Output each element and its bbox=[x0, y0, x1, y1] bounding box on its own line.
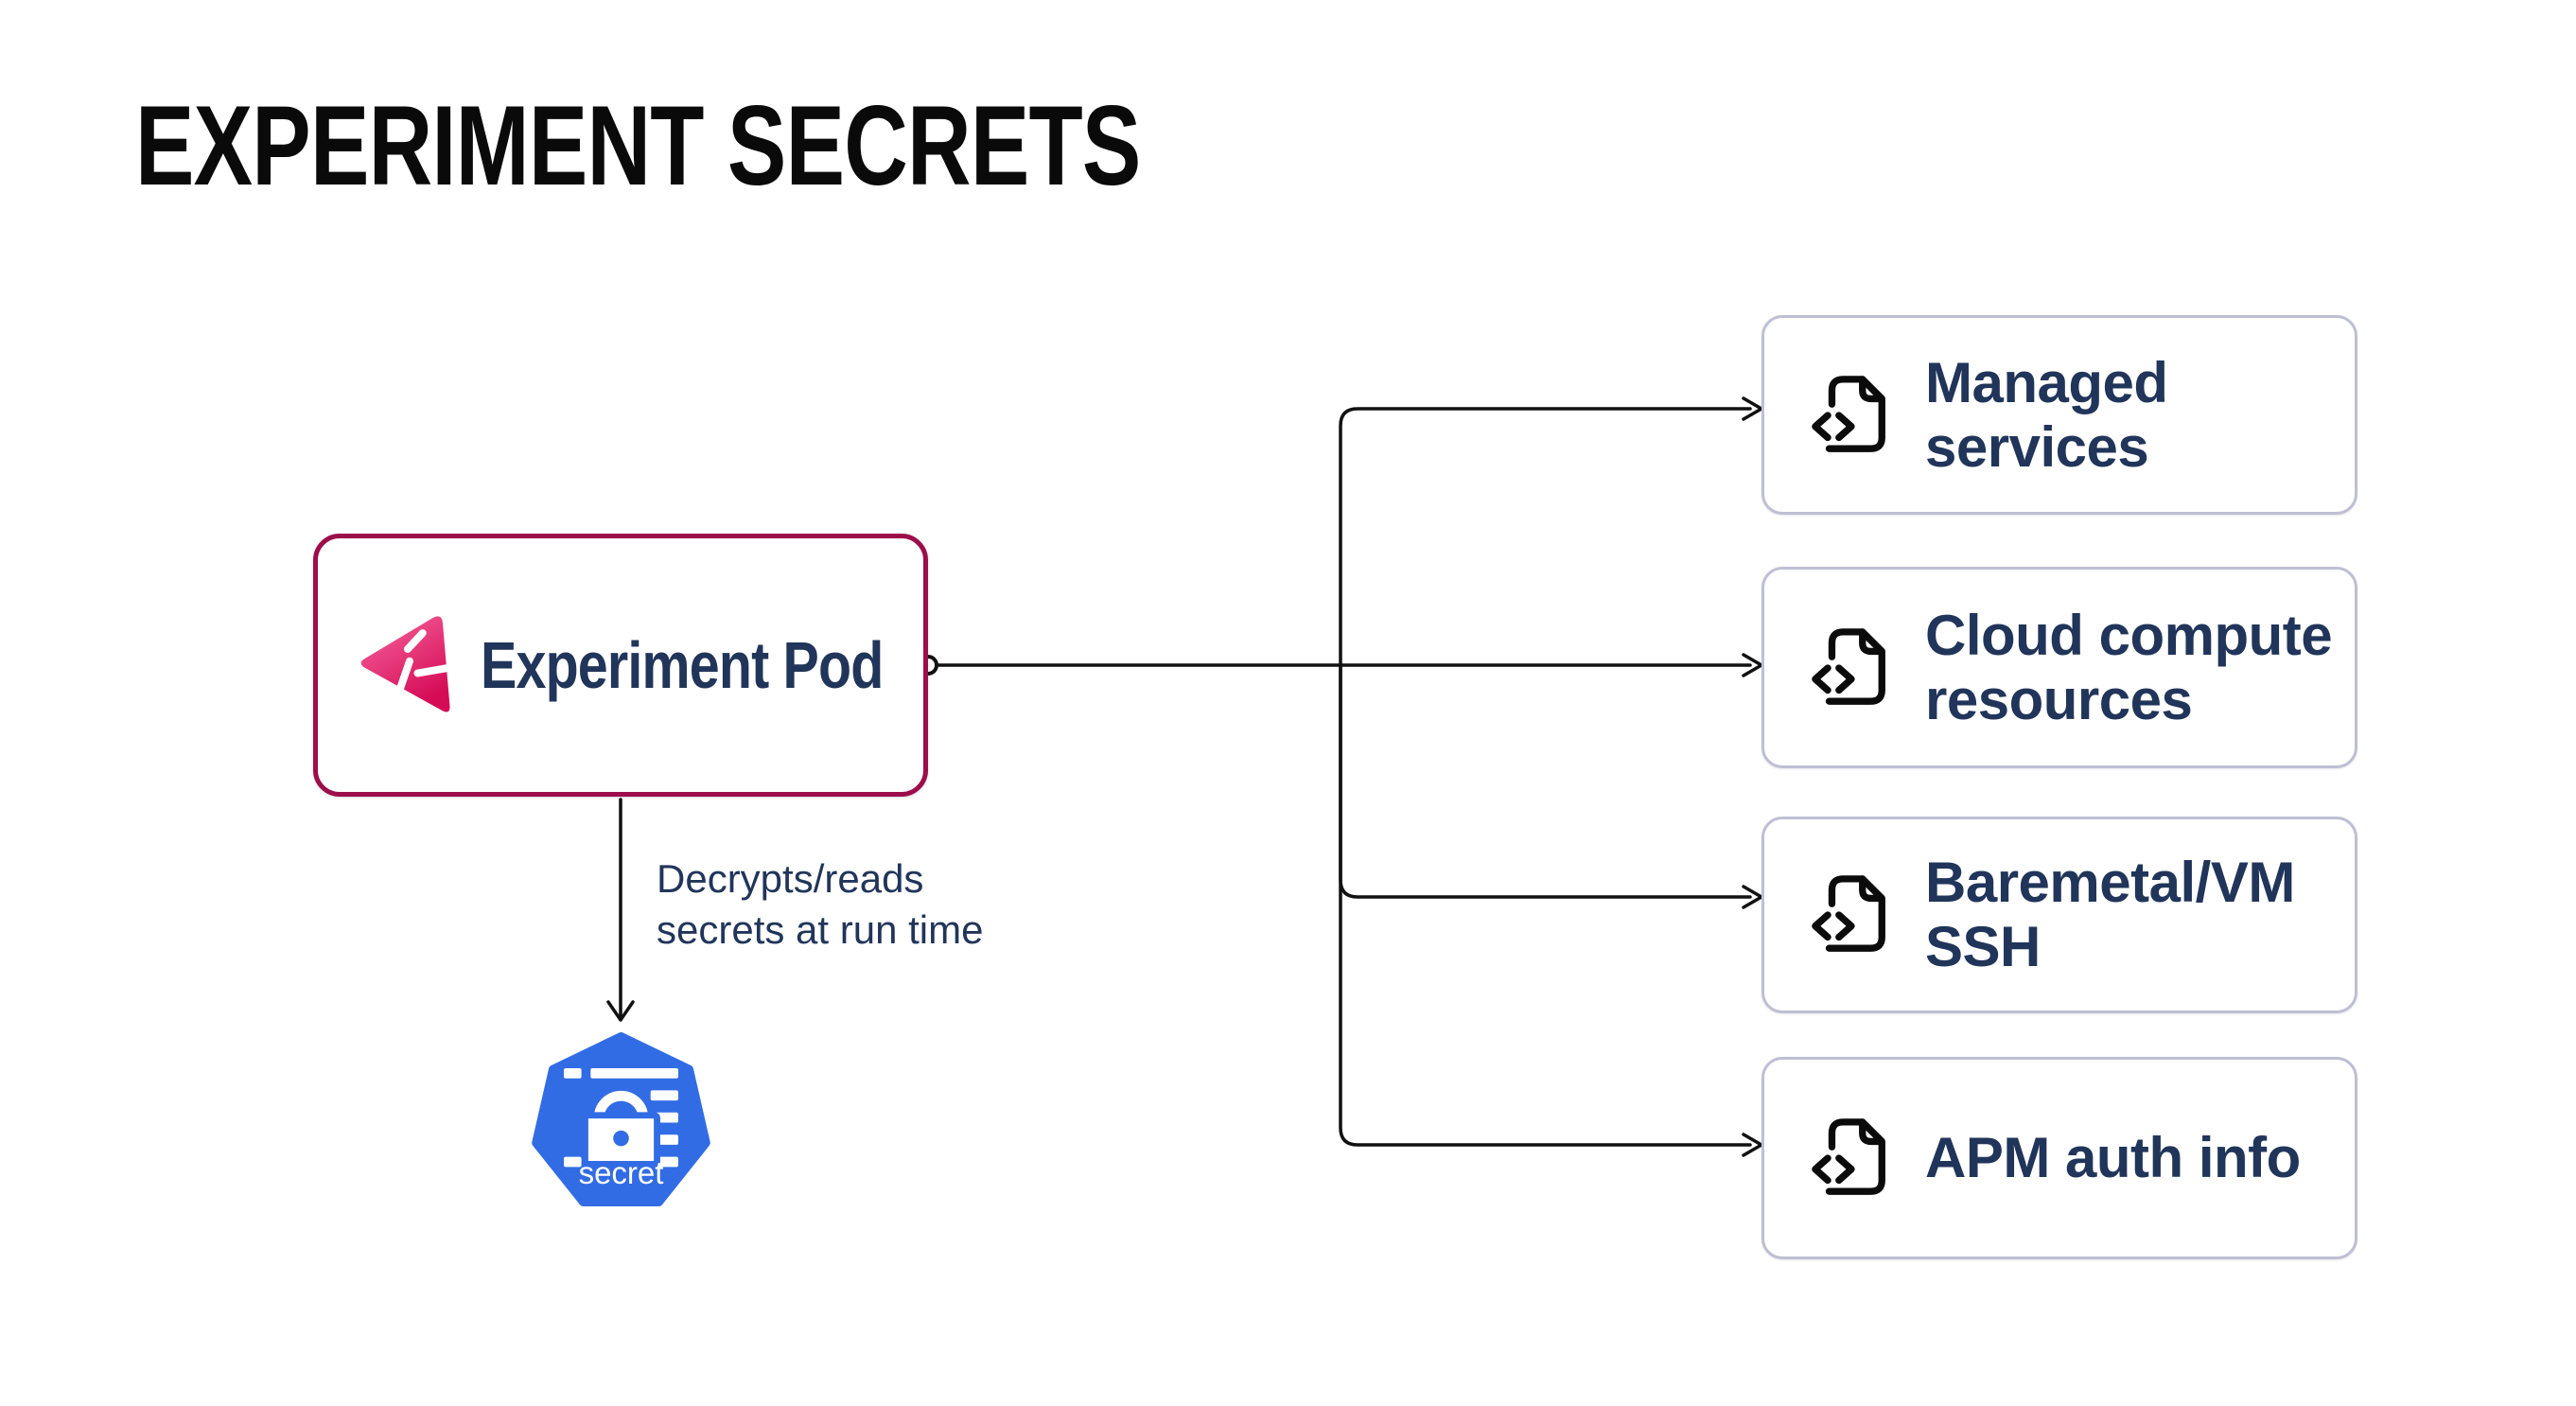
node-label-managed-services: Managed services bbox=[1925, 350, 2168, 479]
node-label-apm-auth: APM auth info bbox=[1925, 1126, 2301, 1190]
edge-to-baremetal bbox=[1339, 663, 1752, 899]
edge-label-decrypts: Decrypts/reads secrets at run time bbox=[657, 856, 984, 952]
file-code-icon bbox=[1810, 1114, 1893, 1203]
node-label-cloud-compute: Cloud compute resources bbox=[1925, 603, 2333, 731]
page-title: EXPERIMENT SECRETS bbox=[135, 82, 1141, 209]
node-label-experiment-pod: Experiment Pod bbox=[481, 628, 884, 702]
edge-to-apm bbox=[1339, 663, 1752, 1147]
node-label-baremetal-ssh: Baremetal/VM SSH bbox=[1925, 851, 2295, 978]
secret-node-label: secret bbox=[578, 1155, 664, 1190]
node-experiment-pod: Experiment Pod bbox=[313, 534, 928, 797]
node-cloud-compute-resources: Cloud compute resources bbox=[1761, 567, 2357, 768]
node-baremetal-vm-ssh: Baremetal/VM SSH bbox=[1761, 817, 2357, 1013]
kubernetes-secret-icon bbox=[532, 1031, 710, 1206]
file-code-icon bbox=[1810, 624, 1893, 712]
node-kubernetes-secret: secret bbox=[529, 1031, 713, 1216]
node-managed-services: Managed services bbox=[1761, 315, 2357, 515]
arrowhead-icon bbox=[606, 1000, 635, 1022]
file-code-icon bbox=[1810, 870, 1893, 959]
litmus-chaos-logo-icon bbox=[360, 616, 451, 712]
edge-to-managed-services bbox=[1339, 407, 1752, 667]
file-code-icon bbox=[1810, 371, 1893, 460]
node-apm-auth-info: APM auth info bbox=[1761, 1057, 2357, 1259]
